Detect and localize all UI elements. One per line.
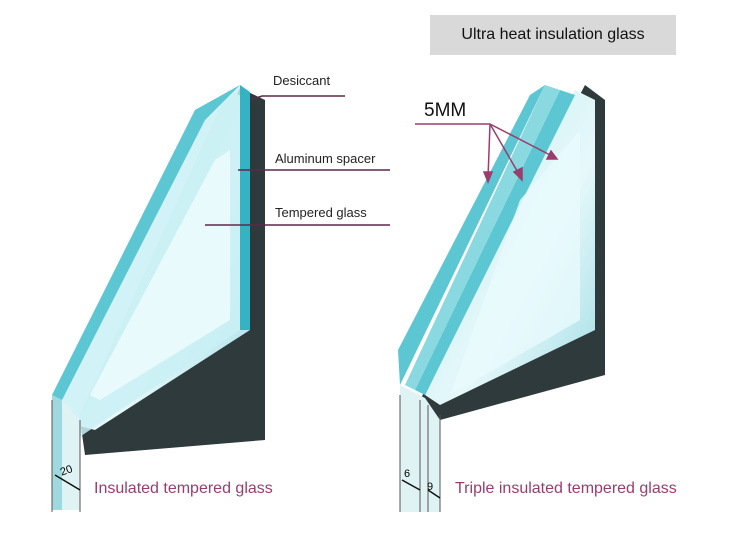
diagram-title: Ultra heat insulation glass xyxy=(430,15,676,55)
tempered-glass-label: Tempered glass xyxy=(275,205,367,220)
thickness-label: 5MM xyxy=(424,100,467,121)
gap-6-label: 6 xyxy=(404,468,410,480)
aluminum-spacer-label: Aluminum spacer xyxy=(275,151,376,166)
right-caption: Triple insulated tempered glass xyxy=(455,480,677,497)
leader-lines xyxy=(205,95,390,226)
gap-20-label: 20 xyxy=(59,463,75,478)
gap-9-label: 9 xyxy=(427,481,433,493)
desiccant-label: Desiccant xyxy=(273,73,331,88)
triple-glass-unit xyxy=(398,85,605,512)
thickness-arrows xyxy=(415,123,559,185)
insulated-glass-unit xyxy=(51,85,265,512)
left-caption: Insulated tempered glass xyxy=(94,480,273,497)
